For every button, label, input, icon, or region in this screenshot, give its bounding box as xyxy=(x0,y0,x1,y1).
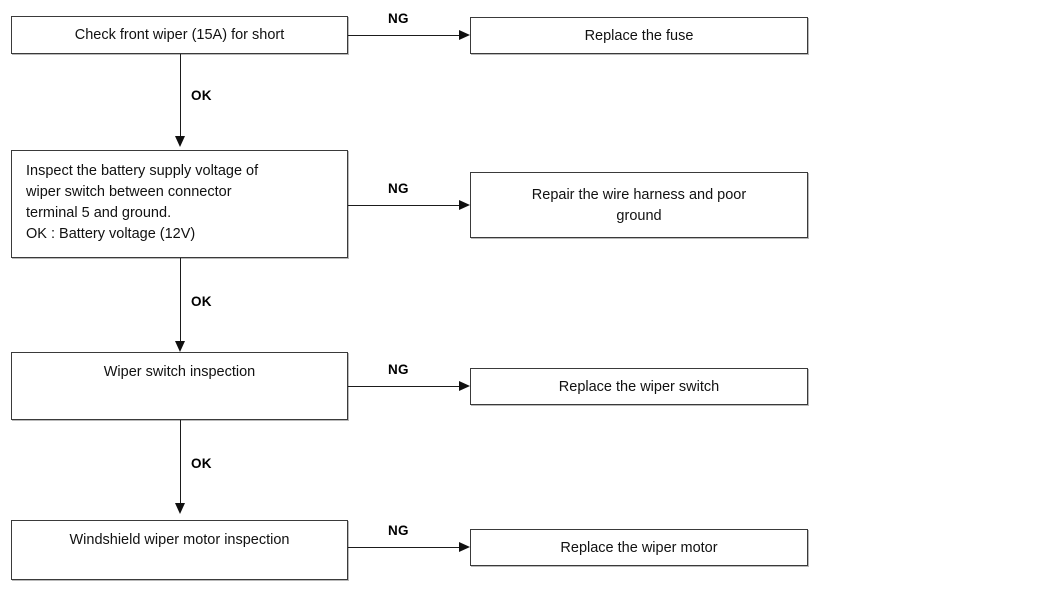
step-node-4-label: Windshield wiper motor inspection xyxy=(69,532,290,548)
edge-2-ng-line xyxy=(348,205,461,206)
edge-4-ng-arrowhead xyxy=(459,541,470,552)
edge-3-ng-line xyxy=(348,386,461,387)
edge-3-ok-arrowhead xyxy=(174,503,185,514)
step-node-1[interactable]: Check front wiper (15A) for short xyxy=(11,16,348,54)
edge-1-ok-label: OK xyxy=(191,88,212,103)
step-node-2[interactable]: Inspect the battery supply voltage of wi… xyxy=(11,150,348,258)
step-node-4[interactable]: Windshield wiper motor inspection xyxy=(11,520,348,580)
edge-1-ok-arrowhead xyxy=(174,136,185,147)
step-node-3-label: Wiper switch inspection xyxy=(103,364,256,380)
edge-2-ng-arrowhead xyxy=(459,199,470,210)
edge-4-ng-label: NG xyxy=(388,523,409,538)
edge-3-ng-label: NG xyxy=(388,362,409,377)
edge-1-ng-label: NG xyxy=(388,11,409,26)
edge-2-ok-line xyxy=(180,258,181,342)
result-node-3-label: Replace the wiper switch xyxy=(558,379,720,395)
step-node-3[interactable]: Wiper switch inspection xyxy=(11,352,348,420)
edge-2-ok-label: OK xyxy=(191,294,212,309)
result-node-3[interactable]: Replace the wiper switch xyxy=(470,368,808,405)
step-node-1-label: Check front wiper (15A) for short xyxy=(74,27,285,43)
edge-2-ok-arrowhead xyxy=(174,341,185,352)
result-node-4-label: Replace the wiper motor xyxy=(560,540,718,556)
step-node-2-label: Inspect the battery supply voltage of wi… xyxy=(26,163,259,242)
edge-1-ng-line xyxy=(348,35,461,36)
result-node-4[interactable]: Replace the wiper motor xyxy=(470,529,808,566)
result-node-2-label: Repair the wire harness and poor ground xyxy=(531,187,747,224)
edge-3-ok-line xyxy=(180,420,181,504)
edge-1-ng-arrowhead xyxy=(459,29,470,40)
edge-2-ng-label: NG xyxy=(388,181,409,196)
edge-3-ng-arrowhead xyxy=(459,380,470,391)
edge-4-ng-line xyxy=(348,547,461,548)
result-node-2[interactable]: Repair the wire harness and poor ground xyxy=(470,172,808,238)
edge-3-ok-label: OK xyxy=(191,456,212,471)
result-node-1[interactable]: Replace the fuse xyxy=(470,17,808,54)
edge-1-ok-line xyxy=(180,54,181,136)
result-node-1-label: Replace the fuse xyxy=(584,28,694,44)
